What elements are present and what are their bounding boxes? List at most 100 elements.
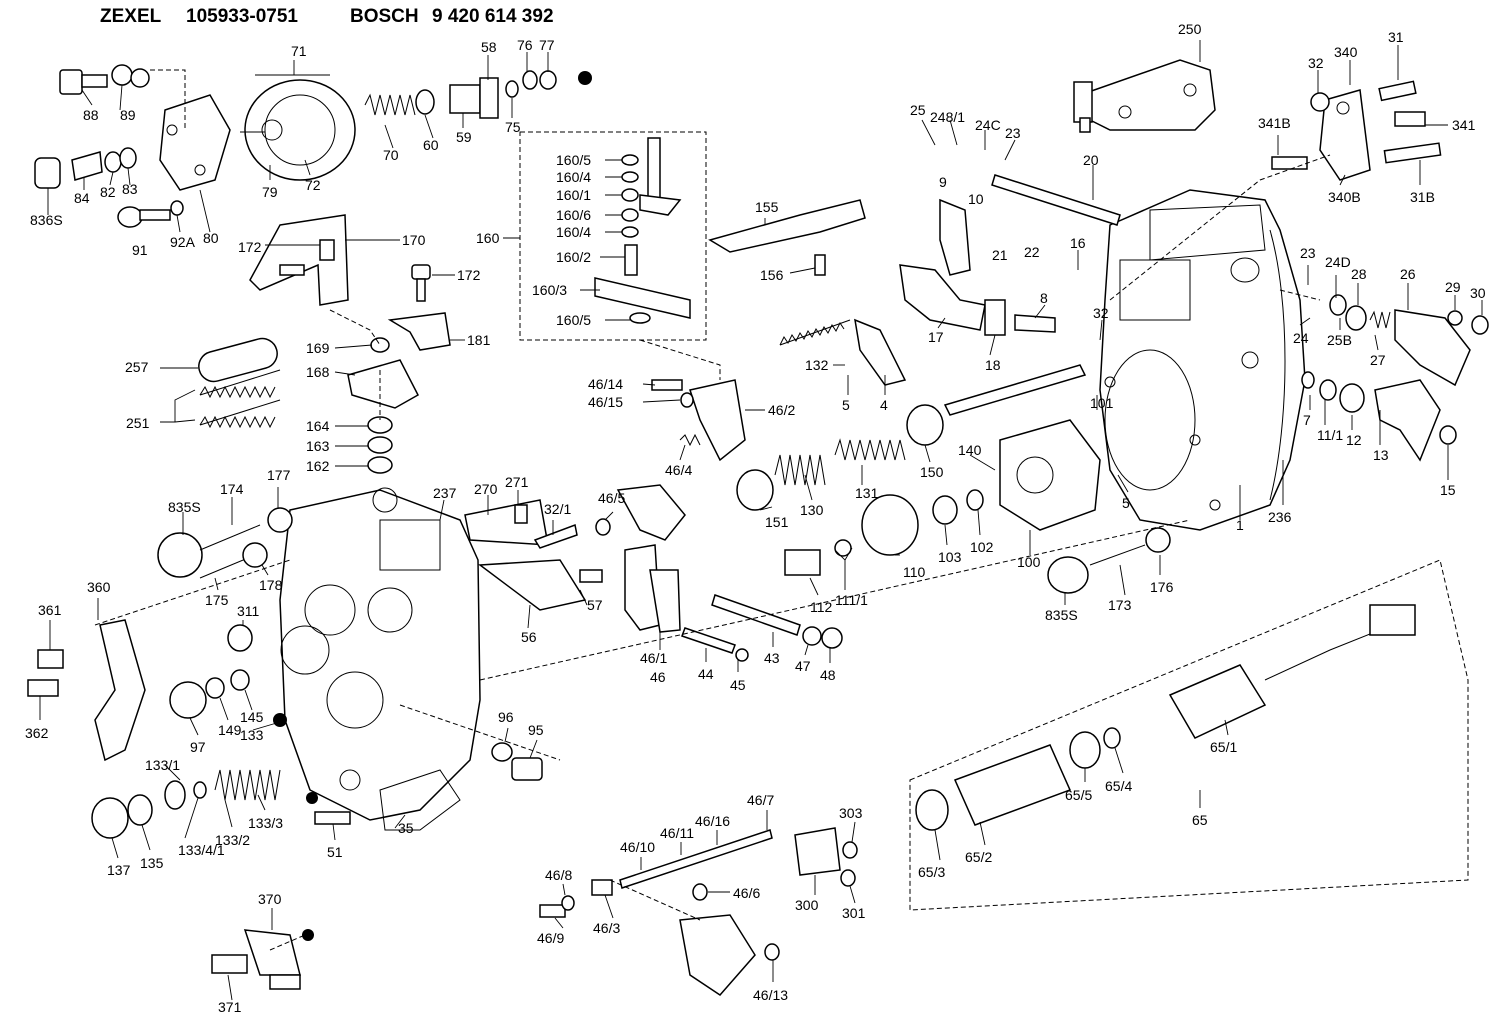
ring-part-7 [1301, 371, 1315, 389]
sleeve-part-257 [198, 337, 278, 383]
label-51: 51 [327, 844, 343, 860]
nut-part-59 [449, 77, 499, 119]
bolt-part-173 [1089, 544, 1146, 566]
label-160: 160 [476, 230, 500, 246]
label-18: 18 [985, 357, 1001, 373]
lever-part-26 [1394, 309, 1471, 387]
label-133-3: 133/3 [248, 815, 283, 831]
ring-part-65-4 [1103, 727, 1121, 749]
label-370: 370 [258, 891, 282, 907]
label-111-1: 111/1 [835, 592, 868, 608]
label-15: 15 [1440, 482, 1456, 498]
link-part-46-1 [649, 569, 681, 633]
label-371: 371 [218, 999, 242, 1015]
cap-part-836s-top [34, 157, 61, 189]
label-10: 10 [968, 191, 984, 207]
label-46-16: 46/16 [695, 813, 730, 829]
label-75: 75 [505, 119, 521, 135]
label-160-1: 160/1 [556, 187, 591, 203]
label-57: 57 [587, 597, 603, 613]
label-835s-right: 835S [1045, 607, 1078, 623]
label-301: 301 [842, 905, 866, 921]
label-300: 300 [795, 897, 819, 913]
label-133: 133 [240, 727, 264, 743]
screw-part-91 [117, 206, 171, 228]
label-79: 79 [262, 184, 278, 200]
screw-part-31b [1383, 142, 1442, 164]
label-836s: 836S [30, 212, 63, 228]
washer-part-102 [966, 489, 984, 511]
label-151: 151 [765, 514, 789, 530]
label-177: 177 [267, 467, 291, 483]
label-29: 29 [1445, 279, 1461, 295]
label-340: 340 [1334, 44, 1358, 60]
label-31: 31 [1388, 29, 1404, 45]
label-160-2: 160/2 [556, 249, 591, 265]
label-43: 43 [764, 650, 780, 666]
sleeve-part-150 [906, 404, 944, 446]
header-zexel-number: 105933-0751 [186, 6, 298, 27]
label-45: 45 [730, 677, 746, 693]
nut-part-303 [842, 841, 858, 859]
connector-part-65 [1369, 604, 1416, 636]
lever-part-155 [708, 199, 866, 253]
washer-part-169 [370, 337, 390, 353]
label-25: 25 [910, 102, 926, 118]
lever-part-168 [347, 359, 419, 409]
nut-part-46-13 [764, 943, 780, 961]
label-5-lower: 5 [1122, 495, 1130, 511]
label-163: 163 [306, 438, 330, 454]
sleeve-part-151 [736, 469, 774, 511]
lever-part-4 [854, 318, 907, 386]
shaft-part-20 [991, 174, 1121, 226]
label-270: 270 [474, 481, 498, 497]
nut-part-46-6 [692, 883, 708, 901]
washer-part-29 [1447, 310, 1463, 326]
washer-part-46-5 [595, 518, 611, 536]
lever-part-340 [1319, 89, 1371, 181]
bolt-part-174 [199, 524, 261, 551]
pin-part-44 [681, 627, 736, 654]
plug-part-95 [511, 757, 543, 781]
label-80: 80 [203, 230, 219, 246]
label-133-1: 133/1 [145, 757, 180, 773]
label-21: 21 [992, 247, 1008, 263]
lever-part-46-upper [616, 484, 686, 541]
header-brand-zexel: ZEXEL [100, 6, 162, 27]
label-110: 110 [903, 564, 926, 580]
label-160-4-top: 160/4 [556, 169, 591, 185]
label-65-1: 65/1 [1210, 739, 1237, 755]
label-131: 131 [855, 485, 879, 501]
pump-housing-part-1 [1099, 189, 1306, 531]
label-84: 84 [74, 190, 90, 206]
label-169: 169 [306, 340, 330, 356]
leader-lines [39, 40, 1483, 1001]
label-83: 83 [122, 181, 138, 197]
nut-part-15 [1439, 425, 1457, 445]
label-835s-left: 835S [168, 499, 201, 515]
header-bosch-number: 9 420 614 392 [432, 6, 554, 27]
label-76: 76 [517, 37, 533, 53]
screw-part-156 [814, 254, 826, 276]
label-35: 35 [398, 820, 414, 836]
label-100: 100 [1017, 554, 1041, 570]
nut-part-30 [1471, 315, 1489, 335]
bracket-part-18 [984, 299, 1006, 336]
label-46-8: 46/8 [545, 867, 572, 883]
label-12: 12 [1346, 432, 1362, 448]
label-102: 102 [970, 539, 994, 555]
label-160-6: 160/6 [556, 207, 591, 223]
label-103: 103 [938, 549, 962, 565]
label-89: 89 [120, 107, 136, 123]
label-160-4-bottom: 160/4 [556, 224, 591, 240]
plate-part-181 [387, 312, 451, 351]
label-251: 251 [126, 415, 150, 431]
bolt-part-341b [1271, 156, 1308, 170]
nut-part-77 [539, 70, 557, 90]
solenoid-part-65-1 [1168, 664, 1267, 739]
label-101: 101 [1090, 395, 1114, 411]
lever-part-46 [624, 544, 661, 631]
label-13: 13 [1373, 447, 1389, 463]
bolt-part-341 [1394, 111, 1426, 127]
